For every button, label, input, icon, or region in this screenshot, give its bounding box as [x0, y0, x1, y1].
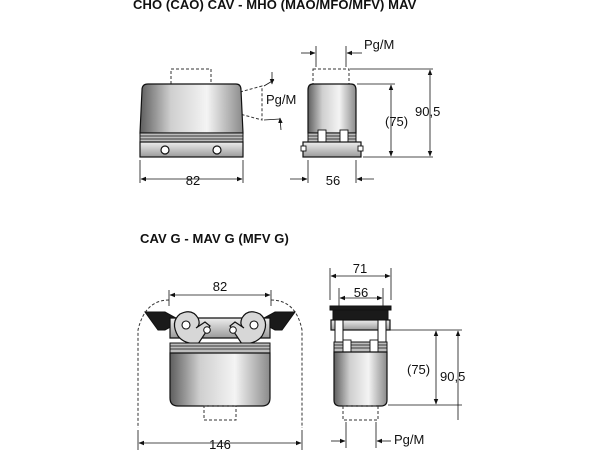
bottom-front-housing: [137, 299, 303, 428]
bottom-side-height-dimensions: [388, 329, 462, 420]
top-front-pg-label: Pg/M: [266, 92, 296, 107]
top-front-pg-dimension: [263, 72, 283, 131]
bottom-front-inner-width-label: 82: [213, 279, 227, 294]
top-side-height-dimensions: [350, 68, 433, 158]
bottom-front-dimension-82: [168, 290, 272, 306]
bottom-side-outer-width-label: 71: [353, 261, 367, 276]
bottom-side-pg-dimension: [331, 422, 391, 448]
top-front-width-dimension: [139, 160, 244, 183]
bottom-side-inner-height-label: (75): [407, 362, 430, 377]
top-side-pg-label: Pg/M: [364, 37, 394, 52]
top-side-pg-dimension: [301, 46, 362, 67]
bottom-front-outer-width-label: 146: [209, 437, 231, 450]
top-side-width-dimension: [290, 160, 374, 183]
bottom-side-dimension-56: [338, 288, 384, 306]
top-side-total-height-label: 90,5: [415, 104, 440, 119]
top-front-housing: [139, 68, 263, 158]
title-bottom: CAV G - MAV G (MFV G): [140, 231, 289, 246]
top-side-housing: [300, 68, 364, 158]
title-top: CHO (CAO) CAV - MHO (MAO/MFO/MFV) MAV: [133, 0, 417, 12]
bottom-side-housing: [329, 305, 392, 421]
top-side-inner-height-label: (75): [385, 114, 408, 129]
bottom-side-pg-label: Pg/M: [394, 432, 424, 447]
bottom-side-total-height-label: 90,5: [440, 369, 465, 384]
bottom-side-dimension-71: [329, 268, 392, 300]
bottom-side-inner-width-label: 56: [354, 285, 368, 300]
top-side-width-label: 56: [326, 173, 340, 188]
bottom-front-dimension-146: [137, 430, 303, 450]
top-front-width-label: 82: [186, 173, 200, 188]
